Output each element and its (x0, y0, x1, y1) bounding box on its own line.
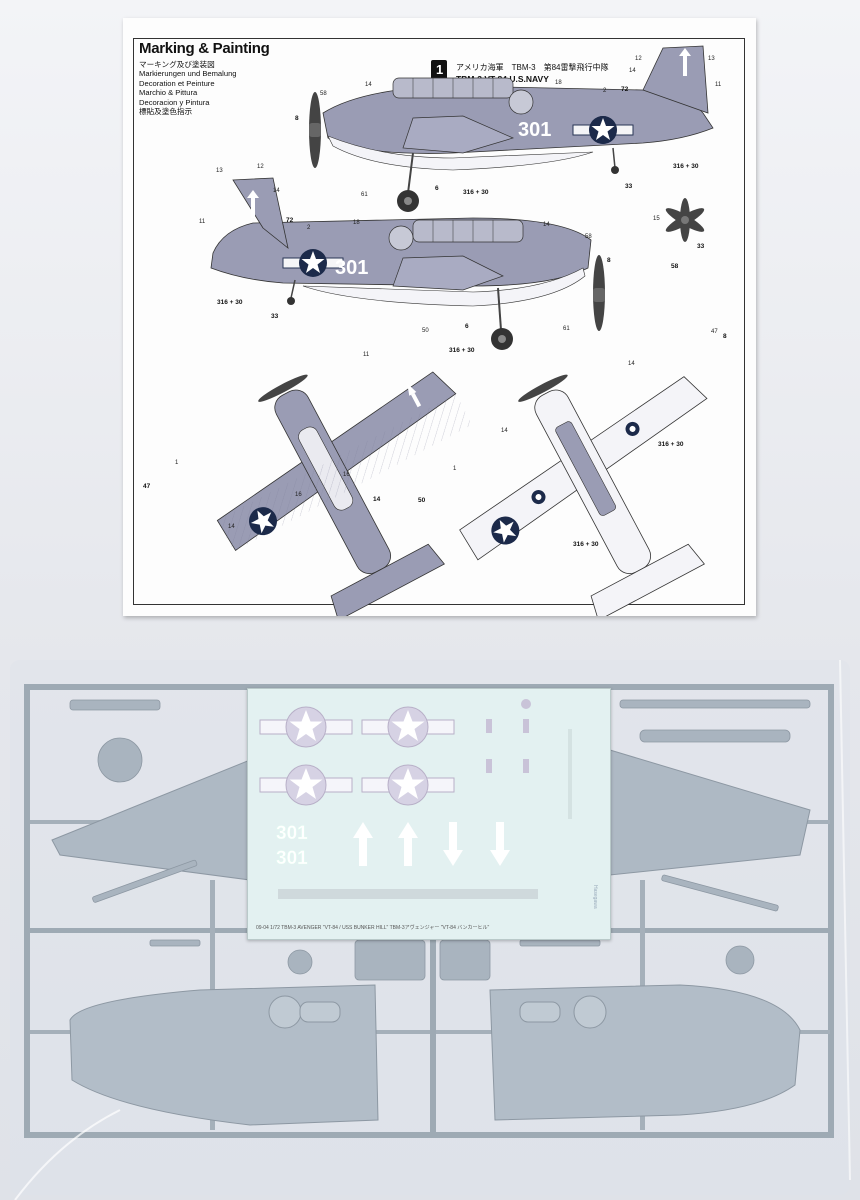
callout-12: 12 (635, 56, 642, 62)
callout-50: 50 (422, 328, 429, 334)
decal-code-2: 301 (276, 848, 308, 869)
callout-15: 15 (653, 216, 660, 222)
decal-maker-mark: Hasegawa (592, 885, 598, 909)
callout-316-30b: 316 + 30 (673, 163, 699, 170)
callout-16: 16 (295, 492, 302, 498)
callout-8b: 8 (607, 257, 611, 264)
scheme-number-badge (431, 60, 447, 80)
callout-14d: 14 (543, 222, 550, 228)
bottom-view-lower (459, 374, 708, 616)
callout-11: 11 (715, 82, 722, 88)
callout-47b: 47 (711, 329, 718, 335)
aircraft-code-side-2: 301 (335, 257, 368, 279)
callout-14b: 14 (629, 68, 636, 74)
callout-14: 14 (365, 82, 372, 88)
callout-13b: 13 (216, 168, 223, 174)
top-view-upper (216, 371, 473, 616)
callout-2b: 2 (307, 225, 311, 231)
propeller-detail (665, 198, 705, 242)
decal-markings: 301 301 (259, 699, 572, 899)
language-fr: Decoration et Peinture (139, 78, 215, 88)
callout-16b: 16 (343, 472, 350, 478)
callout-18: 18 (555, 80, 562, 86)
language-cn: 標貼及塗色指示 (139, 107, 193, 117)
callout-33c: 33 (697, 243, 705, 250)
language-jp: マーキング及び塗装図 (139, 60, 215, 69)
scheme-number: 1 (436, 62, 444, 77)
callout-labels: 58 14 18 2 72 12 14 13 11 8 61 6 316 + 3… (143, 56, 727, 548)
callout-50b: 50 (418, 497, 426, 504)
callout-61: 61 (361, 192, 368, 198)
language-es: Decoracion y Pintura (139, 97, 210, 107)
callout-58b: 58 (585, 234, 592, 240)
callout-316-30d: 316 + 30 (449, 347, 475, 354)
callout-14f: 14 (373, 496, 381, 503)
callout-1b: 1 (453, 466, 457, 472)
callout-11b: 11 (199, 219, 206, 225)
callout-13: 13 (708, 56, 715, 62)
callout-58: 58 (320, 91, 327, 97)
callout-316-30: 316 + 30 (463, 189, 489, 196)
marking-instruction-sheet: Marking & Painting マーキング及び塗装図 Markierung… (123, 18, 756, 616)
sheet-title: Marking & Painting (139, 40, 270, 57)
callout-6: 6 (435, 185, 439, 192)
callout-72b: 72 (286, 217, 294, 224)
callout-58c: 58 (671, 263, 679, 270)
callout-316-30c: 316 + 30 (217, 299, 243, 306)
callout-8: 8 (295, 115, 299, 122)
callout-14c: 14 (273, 188, 280, 194)
aircraft-diagrams: 301 301 (143, 45, 727, 616)
side-view-right: 301 (210, 177, 705, 350)
callout-14g: 14 (628, 361, 635, 367)
language-it: Marchio & Pittura (139, 88, 198, 98)
callout-33b: 33 (271, 313, 279, 320)
callout-12b: 12 (257, 164, 264, 170)
callout-61b: 61 (563, 326, 570, 332)
decal-caption: 09-04 1/72 TBM-3 AVENGER "VT-84 / USS BU… (256, 925, 490, 931)
language-list: マーキング及び塗装図 Markierungen und Bemalung Dec… (139, 60, 237, 116)
side-view-left: 301 (309, 45, 714, 212)
callout-316-30e: 316 + 30 (658, 441, 684, 448)
callout-2: 2 (603, 88, 607, 94)
callout-316-30f: 316 + 30 (573, 541, 599, 548)
sheet-border (133, 38, 745, 605)
callout-14e: 14 (228, 524, 235, 530)
callout-1: 1 (175, 460, 179, 466)
callout-11c: 11 (363, 352, 370, 358)
callout-14h: 14 (501, 428, 508, 434)
callout-33: 33 (625, 183, 633, 190)
callout-8c: 8 (723, 333, 727, 340)
language-de: Markierungen und Bemalung (139, 69, 237, 79)
decal-sheet: 301 301 09-04 1/72 TBM-3 AVENGER "VT-84 … (247, 688, 611, 940)
aircraft-code-side-1: 301 (518, 119, 551, 141)
callout-18b: 18 (353, 220, 360, 226)
scheme-title-jp: アメリカ海軍 TBM-3 第84雷撃飛行中隊 (456, 63, 609, 72)
callout-72: 72 (621, 86, 629, 93)
callout-6b: 6 (465, 323, 469, 330)
decal-code-1: 301 (276, 823, 308, 844)
callout-47: 47 (143, 483, 151, 490)
